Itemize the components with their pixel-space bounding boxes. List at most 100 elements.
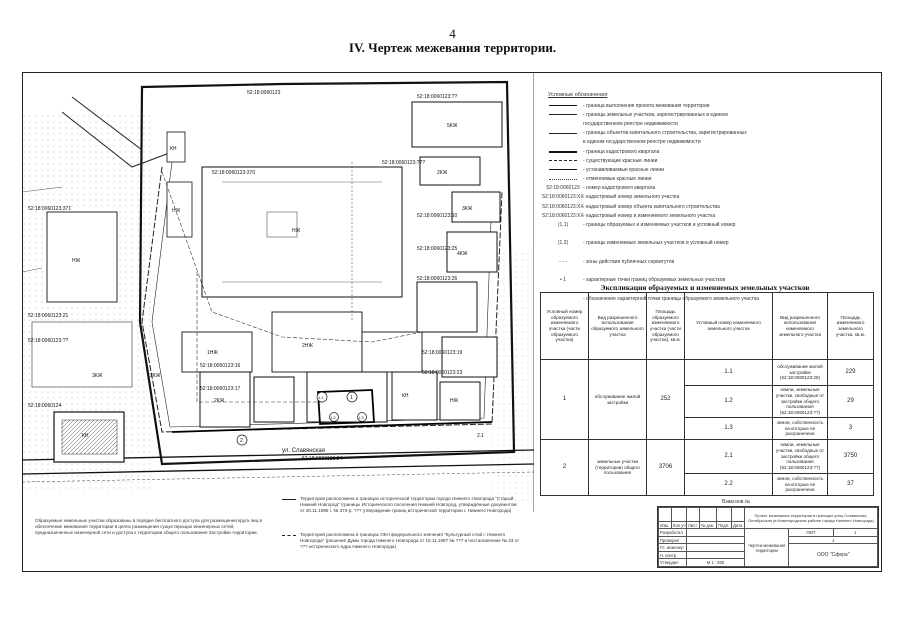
lbl-cad-mid6: 52:18:0060123:19 [422, 350, 463, 356]
cell-use: обслуживание жилой застройки [588, 359, 647, 440]
legend-symbol [548, 268, 578, 274]
lbl-2kzh: 2КЖ [437, 170, 448, 176]
lbl-nzh-b5: НЖ [450, 398, 459, 404]
marker-zu11 [316, 391, 328, 403]
building-main-core [266, 211, 298, 238]
street-axis [22, 471, 534, 483]
stamp-role-2: Гл. инженер [658, 543, 687, 552]
lbl-cad-north: 52:18:0060123:??? [382, 160, 425, 166]
legend-item: - отменяемые красные линии [548, 175, 848, 184]
stamp-role-1: Проверил [658, 535, 687, 545]
building-b5 [439, 381, 481, 421]
legend-item: - границы объектов капитального строител… [548, 129, 848, 138]
cell-sub-num: 1.1 [684, 359, 773, 386]
cell-sub-use: земли, собственность на которые не разгр… [772, 417, 828, 440]
stamp-col-2: Лист [686, 520, 700, 530]
lbl-zu13: 1.3 [358, 415, 364, 420]
th-area: Площадь образуемого изменяемого участка … [646, 292, 685, 360]
th-mod-area: Площадь изменяемого земельного участка, … [827, 292, 874, 360]
lbl-cad-bottom: 52:18:0060124 [28, 403, 62, 409]
legend-title: Условные обозначения [548, 92, 608, 98]
stamp-col-1: Кол.уч [671, 520, 687, 530]
legend-symbol [548, 250, 578, 256]
legend-text: - границы объектов капитального строител… [583, 130, 747, 137]
lbl-nzh-left: НЖ [172, 208, 181, 214]
lbl-2kzh-left: 2КЖ [150, 373, 161, 379]
building-b4 [391, 371, 438, 421]
lbl-cad-left3: 52:18:0060123:?? [28, 338, 69, 344]
lbl-cad-left2: 52:18:0060123:21 [28, 313, 69, 319]
stamp-sheet-title: Чертеж межевания территории [743, 528, 790, 567]
terrain-lines [22, 186, 63, 273]
marker-zu12 [329, 412, 339, 422]
building-left [46, 211, 118, 303]
lbl-1nzh: 1НЖ [207, 350, 218, 356]
legend-text: государственном реестре недвижимости [583, 120, 678, 127]
cell-sub-num: 1.2 [684, 385, 773, 418]
legend-line-sample [549, 160, 577, 162]
stamp-role-4: Утвердил [658, 558, 687, 567]
lbl-kn-b4: КН [402, 393, 409, 399]
table-row: 2.2 земли, собственность на которые не р… [541, 473, 874, 496]
legend: Условные обозначения - граница выполнени… [542, 92, 848, 303]
legend-text: - кадастровый номер объекта капитального… [583, 203, 720, 210]
kvartal-boundary [138, 80, 516, 466]
stamp-sheet: 1 [832, 528, 879, 537]
lbl-cad-left: 52:18:0060123:371 [28, 206, 71, 212]
table-row: 2 земельные участки (территории) общего … [540, 439, 874, 496]
road-top-left [61, 96, 173, 168]
cell-area: 252 [646, 359, 685, 440]
legend-symbol: 52:18:0060123:XX [542, 203, 584, 210]
lbl-zu11: 1.1 [318, 395, 324, 400]
legend-line-sample [549, 169, 577, 171]
parcel-zu2-edge [171, 421, 493, 433]
legend-text: - граница кадастрового квартала [583, 148, 660, 155]
legend-item: - устанавливаемые красные линии [548, 165, 848, 174]
building-b1 [199, 371, 251, 428]
page-title: IV. Чертеж межевания территории. [348, 40, 557, 55]
street-edge-2 [22, 463, 534, 475]
legend-symbol: 52:18:0060123 [546, 185, 580, 192]
legend-text: - кадастровый номер земельного участка [583, 194, 680, 201]
building-lm2 [271, 311, 363, 373]
lbl-3kzh-left: 3КЖ [92, 373, 103, 379]
legend-symbol [548, 112, 578, 118]
legend-symbol [548, 103, 578, 109]
legend-symbol [548, 231, 578, 237]
building-main-inner [222, 181, 382, 283]
note-line-1 [282, 499, 296, 500]
cell-sub-use: земли, земельные участки, свободные от з… [772, 439, 828, 474]
legend-text: - граница выполнения проекта межевания т… [583, 102, 710, 109]
legend-item: • 1- характерные точки границ образуемых… [548, 276, 848, 285]
legend-item: (1.1)- границы образуемых и изменяемых у… [548, 220, 848, 229]
stamp-scale: М 1 : 500 [686, 558, 745, 567]
stamp-col-0: Изм. [658, 520, 672, 530]
legend-symbol: • 1 [560, 277, 566, 284]
lbl-4kzh: 4КЖ [457, 251, 468, 257]
legend-symbol [548, 158, 578, 164]
legend-text: - кадастровый номер и изменяемого земель… [583, 212, 716, 219]
stamp-project: Проект межевания территории в границах у… [744, 506, 878, 530]
marker-zu13 [357, 412, 367, 422]
legend-symbol [548, 139, 578, 145]
legend-symbol: 52:18:0060123:XX [542, 212, 584, 219]
lbl-2kzh-b: 2КЖ [214, 398, 225, 404]
building-r6 [441, 336, 498, 378]
th-num: Условный номер образуемого изменяемого у… [540, 292, 589, 360]
table-row: 1.3 земли, собственность на которые не р… [541, 417, 874, 440]
lbl-3kzh: 3КЖ [462, 206, 473, 212]
building-nzh-left [166, 181, 193, 238]
legend-text: - зоны действия публичных сервитутов [583, 258, 675, 265]
lbl-cad-center: 52:18:0060123:370 [212, 170, 255, 176]
building-main [201, 166, 403, 298]
cadastral-plan: 52:18:0060123 52:18:0060123:?? 52:18:006… [22, 72, 534, 512]
legend-symbol [548, 167, 578, 173]
parcel-zu1 [317, 389, 375, 425]
lbl-cad-mid5: 52:18:0060123:17 [200, 386, 241, 392]
cell-sub-area: 229 [827, 359, 874, 386]
lbl-zu21: 2.1 [477, 433, 484, 439]
legend-symbol: 52:18:0060123:XX [542, 194, 584, 201]
legend-item: - - -- зоны действия публичных сервитуто… [548, 257, 848, 266]
legend-line-sample [549, 150, 577, 153]
cell-sub-num: 2.2 [684, 473, 773, 496]
